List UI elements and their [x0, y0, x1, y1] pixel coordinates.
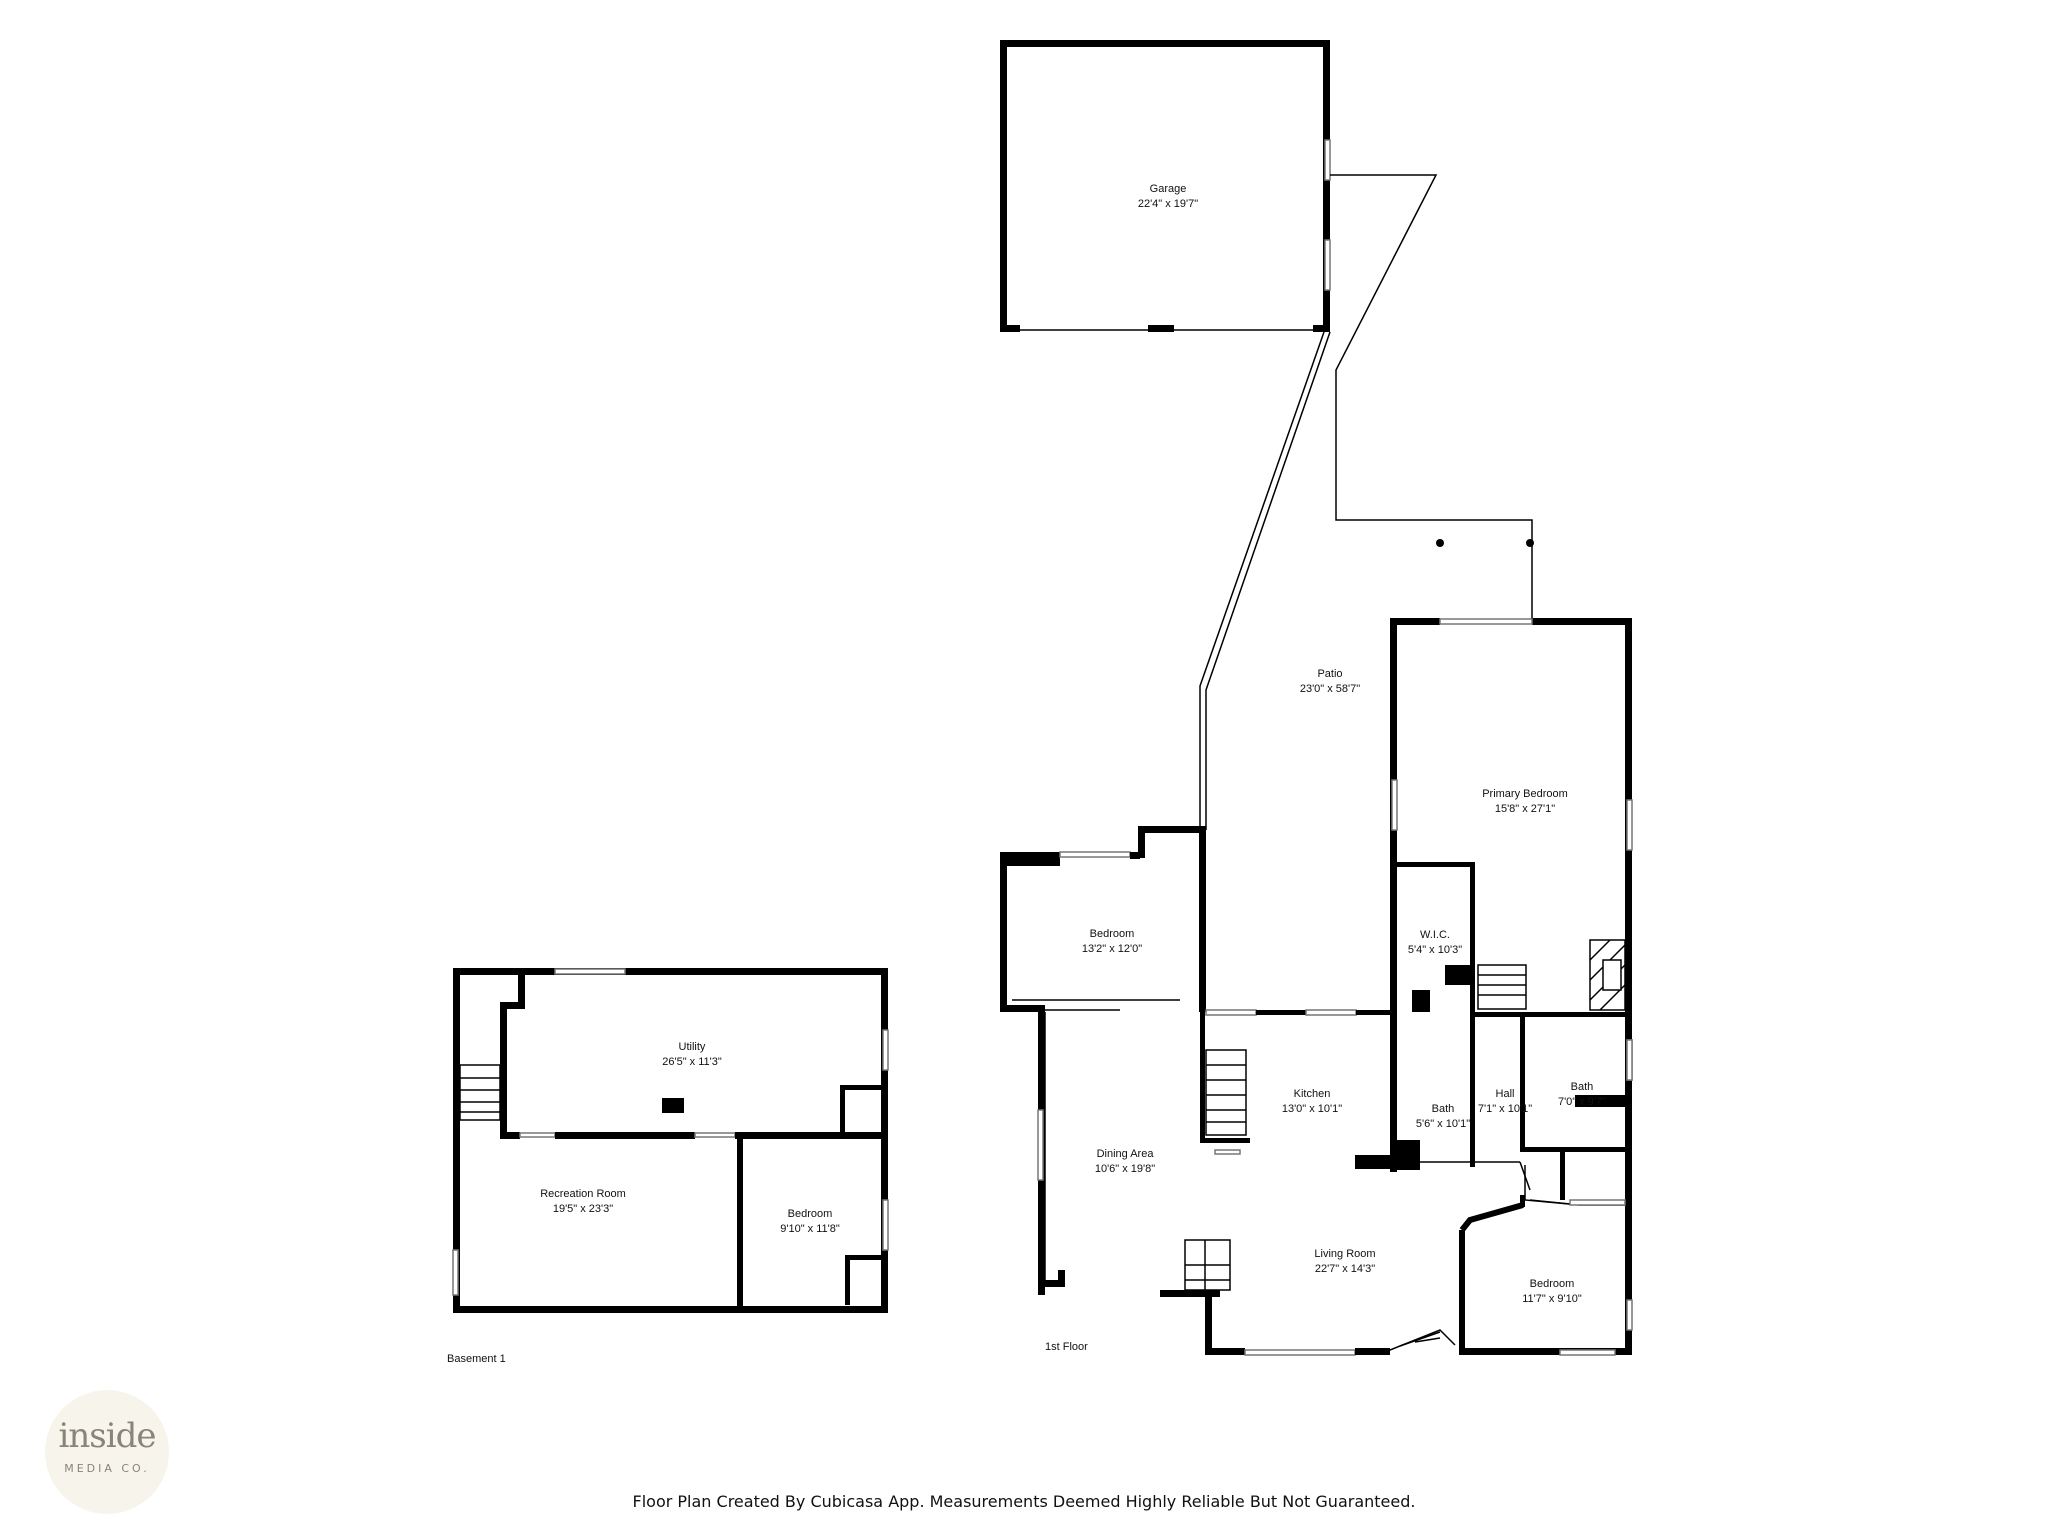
kitchen-name: Kitchen: [1294, 1088, 1331, 1100]
recreation-room-dims: 19'5" x 23'3": [553, 1203, 613, 1215]
primary-bedroom-name: Primary Bedroom: [1482, 788, 1568, 800]
primary-bedroom-dims: 15'8" x 27'1": [1495, 803, 1555, 815]
hall-dims: 7'1" x 10'1": [1478, 1103, 1532, 1115]
bath-center-name: Bath: [1432, 1103, 1455, 1115]
basement-floor-label: Basement 1: [447, 1353, 506, 1365]
wic-dims: 5'4" x 10'3": [1408, 944, 1462, 956]
primary-bedroom-walls: [1390, 618, 1633, 1348]
garage-structure: [1000, 40, 1331, 332]
recreation-room-name: Recreation Room: [540, 1188, 626, 1200]
patio-dims: 23'0" x 58'7": [1300, 683, 1360, 695]
basement-walls: [452, 968, 889, 1313]
logo-sub-text: MEDIA CO.: [64, 1462, 150, 1475]
disclaimer-footer: Floor Plan Created By Cubicasa App. Meas…: [632, 1492, 1416, 1511]
bedroom-1st-nw-name: Bedroom: [1090, 928, 1135, 940]
bath-east-dims: 7'0" x 9'7": [1558, 1096, 1606, 1108]
logo-main-text: inside: [58, 1416, 157, 1456]
inside-media-logo: inside MEDIA CO.: [45, 1390, 169, 1514]
living-room-name: Living Room: [1314, 1248, 1375, 1260]
utility-name: Utility: [679, 1041, 706, 1053]
first-floor-walls: [1000, 826, 1633, 1356]
bath-east-name: Bath: [1571, 1081, 1594, 1093]
wic-name: W.I.C.: [1420, 929, 1450, 941]
living-room-dims: 22'7" x 14'3": [1315, 1263, 1375, 1275]
garage-name: Garage: [1150, 183, 1187, 195]
bedroom-1st-se-name: Bedroom: [1530, 1278, 1575, 1290]
dining-area-dims: 10'6" x 19'8": [1095, 1163, 1155, 1175]
bedroom-1st-nw-dims: 13'2" x 12'0": [1082, 943, 1142, 955]
bath-center-dims: 5'6" x 10'1": [1416, 1118, 1470, 1130]
room-labels: Garage 22'4" x 19'7" Patio 23'0" x 58'7"…: [540, 183, 1606, 1305]
bedroom-basement-dims: 9'10" x 11'8": [780, 1223, 840, 1235]
dining-area-name: Dining Area: [1097, 1148, 1155, 1160]
stairs-kitchen: [1200, 1012, 1250, 1155]
garage-dims: 22'4" x 19'7": [1138, 198, 1198, 210]
patio-outline: [1199, 174, 1534, 830]
hall-name: Hall: [1496, 1088, 1515, 1100]
stairs-basement: [459, 1064, 501, 1121]
stairs-primary-wing: [1477, 964, 1527, 1010]
kitchen-dims: 13'0" x 10'1": [1282, 1103, 1342, 1115]
fireplace-hatch: [1589, 939, 1626, 1011]
first-floor-label: 1st Floor: [1045, 1341, 1088, 1353]
bedroom-1st-se-dims: 11'7" x 9'10": [1522, 1293, 1582, 1305]
utility-dims: 26'5" x 11'3": [662, 1056, 722, 1068]
patio-name: Patio: [1317, 668, 1342, 680]
stairs-living: [1184, 1239, 1231, 1291]
bedroom-basement-name: Bedroom: [788, 1208, 833, 1220]
